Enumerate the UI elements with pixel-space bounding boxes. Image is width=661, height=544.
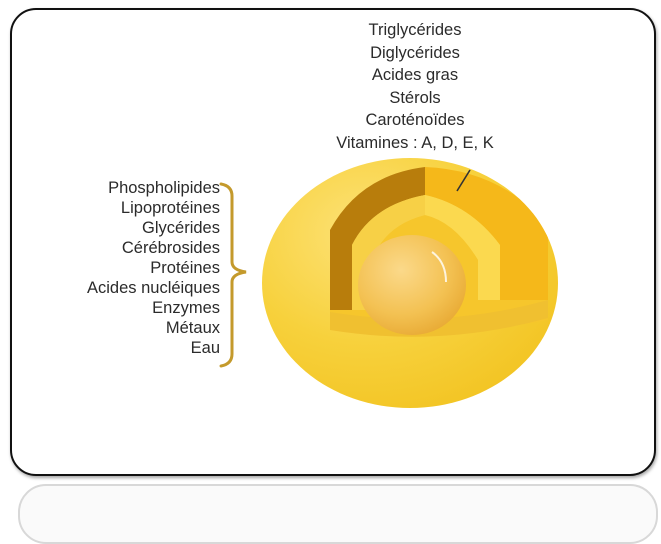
cutaway-layers bbox=[330, 167, 548, 337]
left-curly-brace bbox=[221, 184, 246, 366]
cell-cutaway-diagram bbox=[0, 0, 661, 506]
core-sphere bbox=[358, 235, 466, 335]
